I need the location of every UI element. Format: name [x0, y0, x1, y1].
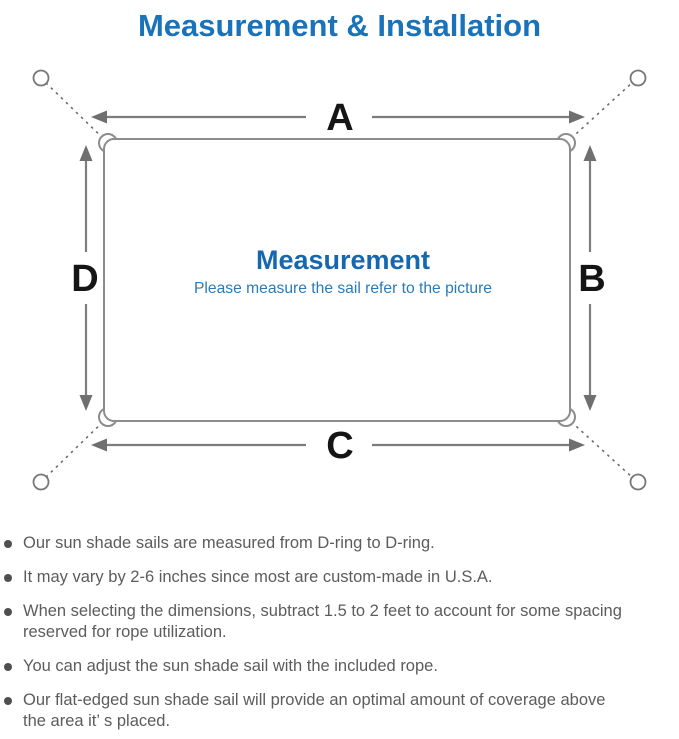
note-line: Our flat-edged sun shade sail will provi…: [23, 691, 606, 709]
anchor-point-top-left-icon: [32, 69, 50, 87]
arrow-b-down-head-icon: [583, 395, 597, 411]
notes-list: Our sun shade sails are measured from D-…: [0, 533, 679, 732]
dimension-label-c: C: [326, 425, 353, 467]
dimension-label-d: D: [71, 258, 98, 300]
bullet-icon: [4, 573, 12, 582]
note-line: reserved for rope utilization.: [23, 623, 227, 641]
arrow-a-left-head-icon: [91, 110, 107, 124]
arrow-a-right-head-icon: [569, 110, 585, 124]
note-line: When selecting the dimensions, subtract …: [23, 602, 622, 620]
arrow-b-up-head-icon: [583, 145, 597, 161]
note-line: Our sun shade sails are measured from D-…: [23, 534, 435, 552]
rope-line-top-left: [43, 80, 109, 144]
bullet-icon: [4, 662, 12, 671]
bullet-icon: [4, 607, 12, 616]
note-item: Our flat-edged sun shade sail will provi…: [0, 690, 675, 732]
note-item: When selecting the dimensions, subtract …: [0, 601, 675, 643]
note-line: It may vary by 2-6 inches since most are…: [23, 568, 493, 586]
dimension-arrow-a: A: [91, 97, 585, 139]
diagram-center-title: Measurement: [256, 245, 430, 275]
dimension-label-a: A: [326, 97, 353, 139]
arrow-c-right-head-icon: [569, 438, 585, 452]
anchor-point-bottom-right-icon: [629, 473, 647, 491]
dimension-arrow-d: D: [71, 145, 99, 411]
arrow-d-down-head-icon: [79, 395, 93, 411]
rope-line-bottom-right: [565, 416, 635, 480]
dimension-label-b: B: [578, 258, 605, 300]
note-line: the area it’ s placed.: [23, 712, 171, 730]
anchor-point-top-right-icon: [629, 69, 647, 87]
note-item: You can adjust the sun shade sail with t…: [0, 656, 675, 677]
sail-outline: [103, 138, 571, 422]
arrow-c-left-head-icon: [91, 438, 107, 452]
bullet-icon: [4, 696, 12, 705]
rope-line-top-right: [565, 80, 635, 144]
dimension-arrow-b: B: [578, 145, 606, 411]
anchor-point-bottom-left-icon: [32, 473, 50, 491]
arrow-d-up-head-icon: [79, 145, 93, 161]
note-item: Our sun shade sails are measured from D-…: [0, 533, 675, 554]
measurement-diagram: A C D B Measurement Please measure the s…: [32, 69, 647, 491]
dimension-arrow-c: C: [91, 425, 585, 467]
note-line: You can adjust the sun shade sail with t…: [23, 657, 438, 675]
note-item: It may vary by 2-6 inches since most are…: [0, 567, 675, 588]
rope-line-bottom-left: [43, 416, 109, 480]
bullet-icon: [4, 539, 12, 548]
page-title: Measurement & Installation: [137, 8, 542, 43]
diagram-center-subtitle: Please measure the sail refer to the pic…: [194, 280, 492, 297]
